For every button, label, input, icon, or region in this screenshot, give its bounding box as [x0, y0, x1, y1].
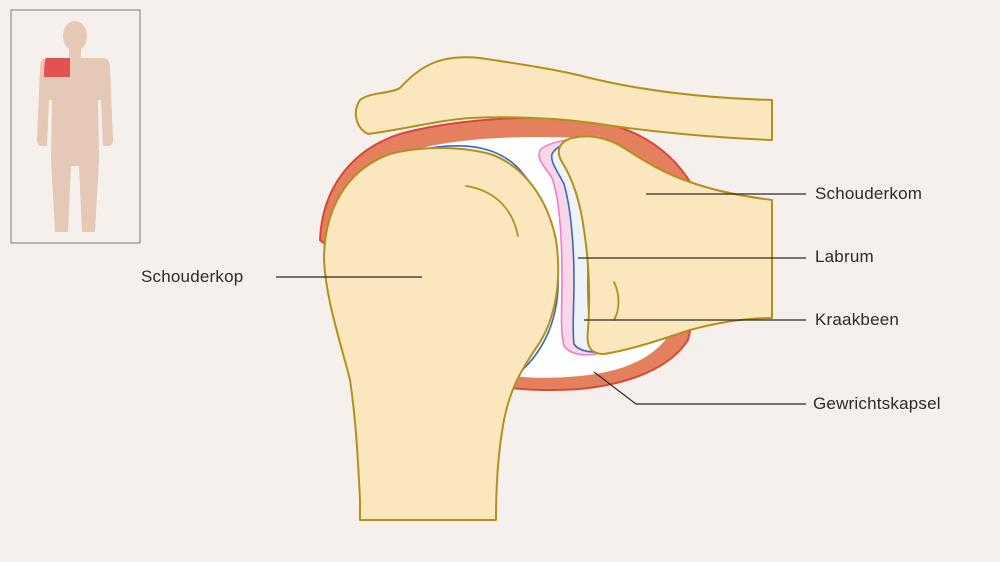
body-silhouette — [37, 21, 113, 232]
humerus-bone — [323, 147, 560, 521]
label-labrum: Labrum — [815, 247, 874, 266]
glenoid-contour — [613, 281, 620, 321]
leader-lines — [276, 193, 806, 405]
glenoid-bone — [557, 135, 773, 355]
label-cartilage: Kraakbeen — [815, 310, 900, 329]
leader-line-capsule — [593, 371, 806, 405]
body-locator-inset — [10, 9, 141, 244]
label-capsule: Gewrichtskapsel — [813, 394, 941, 413]
highlighted-shoulder-region — [44, 58, 70, 77]
inset-frame — [10, 9, 141, 244]
humeral-head-contour — [465, 185, 519, 237]
label-humeral-head: Schouderkop — [141, 267, 244, 286]
acromion-bone — [354, 56, 773, 141]
label-glenoid: Schouderkom — [815, 184, 923, 203]
